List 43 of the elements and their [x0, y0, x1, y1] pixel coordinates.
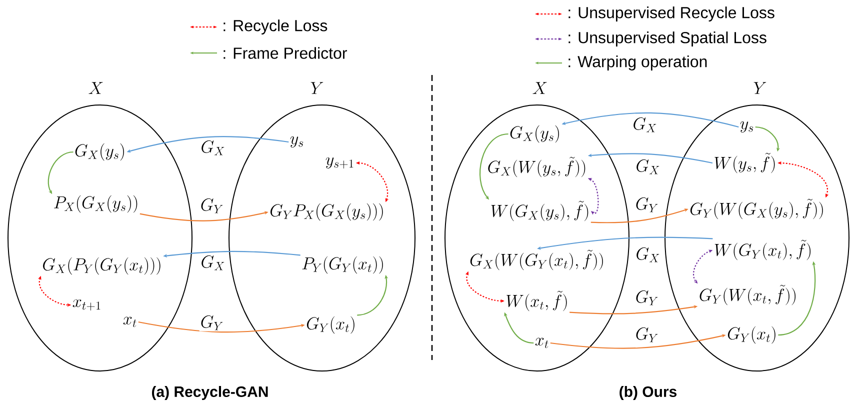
math-expression: $G_X(y_s)$ — [75, 143, 124, 161]
legend-text: : Frame Predictor — [224, 47, 347, 59]
math-expression: $G_Y(x_t)$ — [306, 316, 354, 334]
edge-label: $G_Y$ — [199, 198, 225, 214]
math-expression: $G_Y(W(G_X(y_s),\tilde{f}))$ — [690, 198, 823, 220]
set-label: $X$ — [532, 82, 547, 94]
math-expression: $y_{s+1}$ — [326, 157, 354, 168]
legend-text: : Unsupervised Recycle Loss — [568, 6, 774, 22]
math-expression: $G_X(P_Y(G_Y(x_t)))$ — [43, 257, 160, 275]
edge-label: $G_X$ — [634, 246, 662, 264]
edge-label: $G_Y$ — [199, 314, 225, 332]
math-expression: $G_X(W(G_Y(x_t),\tilde{f}))$ — [470, 250, 603, 270]
math-expression: $x_t$ — [123, 316, 136, 328]
math-expression: $W(y_s,\tilde{f})$ — [714, 152, 775, 174]
math-expression: $W(G_Y(x_t),\tilde{f})$ — [714, 240, 811, 260]
legend-text: : Unsupervised Spatial Loss — [568, 32, 766, 46]
math-expression: $P_X(G_X(y_s))$ — [54, 195, 138, 213]
edge-label: $G_X$ — [200, 140, 226, 156]
set-label: $X$ — [88, 82, 103, 94]
math-expression: $G_Y P_X(G_X(y_s)))$ — [270, 203, 383, 221]
math-expression: $G_Y(W(x_t,\tilde{f}))$ — [700, 284, 796, 306]
edge-label: $G_Y$ — [634, 326, 660, 344]
math-expression: $G_X(W(y_s,\tilde{f}))$ — [488, 156, 586, 178]
math-expression: $y_s$ — [740, 121, 754, 133]
set-label: $Y$ — [310, 82, 324, 94]
math-expression: $y_s$ — [290, 136, 304, 148]
edge-label: $G_X$ — [634, 158, 662, 176]
math-expression: $W(x_t,\tilde{f})$ — [506, 290, 567, 312]
math-expression: $x_t$ — [535, 338, 548, 348]
legend-text: : Warping operation — [568, 56, 707, 70]
edge-label: $G_X$ — [632, 116, 658, 134]
set-label: $Y$ — [754, 82, 766, 94]
math-expression: $G_X(y_s)$ — [510, 125, 559, 143]
math-expression: $W(G_X(y_s),\tilde{f})$ — [491, 200, 588, 222]
edge-label: $G_X$ — [200, 254, 226, 272]
caption: (b) Ours — [620, 386, 677, 400]
caption: (a) Recycle-GAN — [152, 386, 268, 400]
math-expression: $P_Y(G_Y(x_t))$ — [302, 256, 383, 274]
legend-text: : Recycle Loss — [224, 20, 328, 34]
edge-label: $G_Y$ — [634, 290, 660, 306]
edge-label: $G_Y$ — [634, 196, 660, 214]
math-expression: $x_{t+1}$ — [72, 299, 100, 310]
math-expression: $G_Y(x_t)$ — [728, 326, 776, 344]
